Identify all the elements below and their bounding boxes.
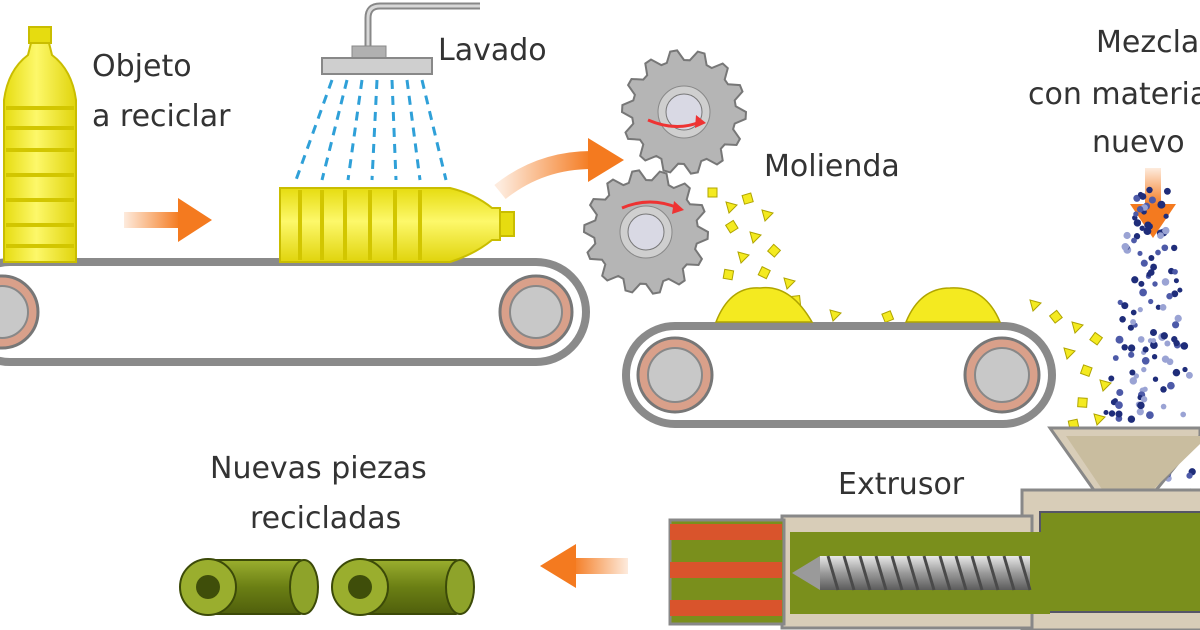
label-nuevas-line2: recicladas — [250, 501, 401, 536]
gear-icon — [582, 169, 710, 295]
label-mezcla-line3: nuevo — [1092, 125, 1185, 160]
rotation-arrowhead — [695, 115, 706, 128]
shower-icon — [321, 2, 480, 75]
rotation-arrowhead — [672, 201, 684, 214]
label-nuevas-line1: Nuevas piezas — [210, 451, 427, 486]
label-lavado: Lavado — [438, 33, 547, 68]
arrow-left-icon — [540, 544, 628, 588]
bottle-horizontal-icon — [279, 187, 515, 263]
tube-icon — [179, 558, 319, 616]
extruder — [668, 426, 1200, 630]
label-objeto-line2: a reciclar — [92, 99, 231, 134]
conveyor-belt-2 — [622, 322, 1056, 428]
tube-icon — [331, 558, 475, 616]
arrow-right-icon — [124, 198, 212, 242]
label-molienda: Molienda — [764, 149, 900, 184]
flake-piles — [714, 286, 1002, 323]
label-objeto-line1: Objeto — [92, 49, 192, 84]
water-spray — [294, 79, 448, 181]
bottle-icon — [3, 26, 77, 263]
arrow-curved-icon — [494, 138, 624, 200]
label-extrusor: Extrusor — [838, 467, 965, 502]
label-mezcla-line1: Mezcla — [1096, 25, 1199, 60]
screw-icon — [792, 555, 1032, 591]
conveyor-belt-1 — [0, 258, 590, 366]
label-mezcla-line2: con material — [1028, 77, 1200, 112]
gear-icon — [620, 49, 748, 175]
